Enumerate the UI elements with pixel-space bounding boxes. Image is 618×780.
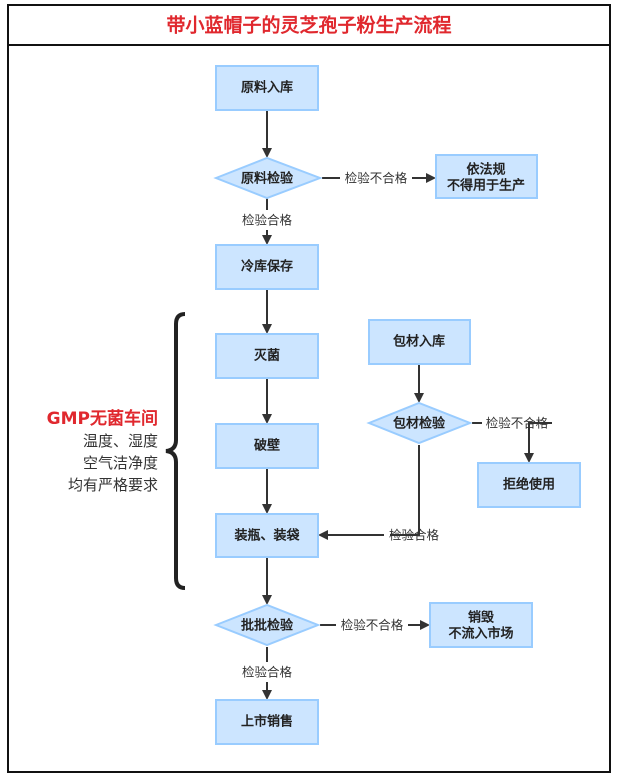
node-label: 原料入库	[241, 80, 293, 96]
edge-label-fail: 检验不合格	[341, 618, 404, 633]
node-sterilize: 灭菌	[215, 333, 319, 379]
node-reject-law: 依法规 不得用于生产	[435, 154, 538, 199]
node-market: 上市销售	[215, 699, 319, 745]
node-label: 上市销售	[241, 714, 293, 730]
edge-label-pass: 检验合格	[389, 528, 440, 543]
node-label: 装瓶、装袋	[233, 528, 300, 544]
gmp-line: 空气洁净度	[83, 454, 158, 472]
node-pkg-in: 包材入库	[368, 319, 471, 365]
node-label: 包材入库	[393, 334, 445, 350]
node-cold-storage: 冷库保存	[215, 244, 319, 290]
outer-frame	[7, 4, 611, 773]
node-break-wall: 破壁	[215, 423, 319, 469]
node-batch-check: 批批检验	[213, 603, 321, 647]
node-destroy: 销毁 不流入市场	[429, 602, 533, 648]
edge-label-pass: 检验合格	[242, 665, 293, 680]
brace	[165, 312, 186, 590]
node-label: 不得用于生产	[447, 178, 525, 194]
node-pkg-check: 包材检验	[366, 401, 473, 445]
node-raw-check: 原料检验	[213, 156, 323, 200]
node-label: 冷库保存	[241, 259, 293, 275]
edge-label-fail: 检验不合格	[486, 416, 549, 431]
edge-pkg-fail-b	[524, 422, 552, 463]
node-refuse: 拒绝使用	[477, 462, 581, 508]
gmp-heading: GMP无菌车间	[47, 408, 158, 429]
node-label: 拒绝使用	[503, 477, 555, 493]
edge-label-fail: 检验不合格	[345, 171, 408, 186]
gmp-line: 温度、湿度	[83, 432, 158, 450]
node-label: 批批检验	[241, 618, 294, 634]
node-raw-in: 原料入库	[215, 65, 319, 111]
node-label: 不流入市场	[448, 626, 513, 642]
page-title: 带小蓝帽子的灵芝孢子粉生产流程	[166, 14, 451, 37]
node-label: 依法规	[466, 162, 505, 178]
node-label: 销毁	[468, 610, 495, 626]
node-pack: 装瓶、装袋	[215, 513, 319, 558]
node-label: 包材检验	[393, 416, 446, 432]
node-label: 破壁	[254, 438, 280, 454]
gmp-line: 均有严格要求	[68, 476, 158, 494]
node-label: 原料检验	[241, 171, 294, 187]
node-label: 灭菌	[253, 348, 280, 364]
edge-pkg-pass-a	[390, 445, 420, 536]
edge-label-pass: 检验合格	[242, 213, 293, 228]
